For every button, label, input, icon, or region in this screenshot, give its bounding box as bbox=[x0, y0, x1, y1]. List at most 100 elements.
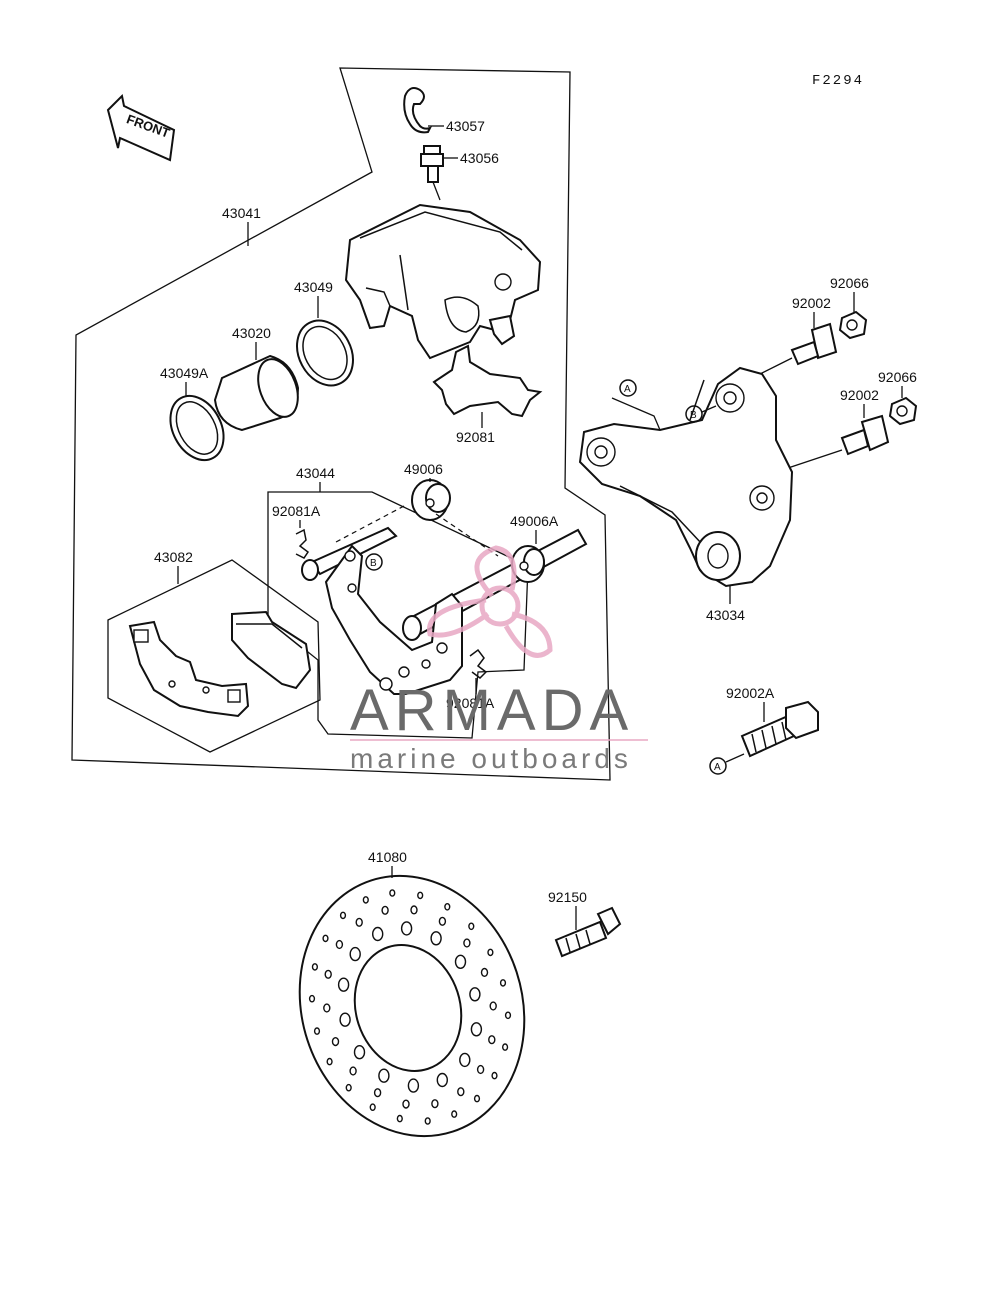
nut-92066-top bbox=[838, 310, 868, 340]
pad-set-outline bbox=[107, 559, 321, 753]
disc-hole bbox=[489, 1001, 497, 1011]
marker-b-link: B bbox=[685, 405, 717, 423]
disc-hole bbox=[335, 939, 344, 950]
disc-hole bbox=[353, 1044, 366, 1060]
piston-43020 bbox=[213, 354, 300, 432]
label-43041: 43041 bbox=[222, 205, 261, 221]
label-92081A-bottom: 92081A bbox=[446, 695, 495, 711]
brake-disc-41080 bbox=[298, 874, 526, 1138]
disc-hole bbox=[436, 1072, 448, 1088]
label-43057: 43057 bbox=[446, 118, 485, 134]
label-41080: 41080 bbox=[368, 849, 407, 865]
bolt-92002A bbox=[740, 700, 819, 758]
pad-pin-clip-92081A-bottom bbox=[469, 648, 488, 679]
label-92002A: 92002A bbox=[726, 685, 775, 701]
disc-hole bbox=[322, 934, 329, 943]
disc-hole bbox=[470, 1022, 483, 1037]
bleeder-valve-43056 bbox=[420, 145, 458, 183]
disc-hole bbox=[362, 896, 369, 904]
disc-hole bbox=[407, 1078, 420, 1093]
disc-hole bbox=[396, 1114, 403, 1123]
label-49006: 49006 bbox=[404, 461, 443, 477]
disc-hole bbox=[473, 1094, 481, 1103]
label-43044: 43044 bbox=[296, 465, 335, 481]
disc-hole bbox=[454, 954, 467, 969]
torque-link-43034 bbox=[578, 366, 794, 588]
disc-hole bbox=[372, 926, 384, 942]
disc-hole bbox=[311, 963, 319, 971]
label-43082: 43082 bbox=[154, 549, 193, 565]
label-92066-top: 92066 bbox=[830, 275, 869, 291]
disc-hole bbox=[355, 917, 363, 927]
armada-logo-icon bbox=[426, 545, 553, 658]
label-92066-mid: 92066 bbox=[878, 369, 917, 385]
disc-hole bbox=[389, 889, 396, 897]
label-92150: 92150 bbox=[548, 889, 587, 905]
caliper-assembly-outline bbox=[71, 67, 611, 781]
disc-hole bbox=[337, 977, 350, 992]
brake-pad-set-43082 bbox=[128, 610, 312, 718]
dash-boot-pin bbox=[435, 513, 499, 557]
watermark-tagline: marine outboards bbox=[350, 743, 632, 774]
label-43049: 43049 bbox=[294, 279, 333, 295]
disc-hole bbox=[457, 1087, 465, 1097]
seal-ring-43049 bbox=[296, 319, 354, 387]
disc-hole bbox=[438, 916, 447, 926]
marker-b-bracket: B bbox=[365, 553, 383, 571]
disc-hole bbox=[410, 905, 418, 915]
disc-hole bbox=[491, 1071, 498, 1080]
label-43034: 43034 bbox=[706, 607, 745, 623]
disc-hole bbox=[417, 891, 424, 900]
disc-hole bbox=[324, 969, 332, 979]
disc-hole bbox=[444, 903, 451, 911]
disc-hole bbox=[345, 1083, 352, 1092]
disc-hole bbox=[424, 1117, 431, 1125]
disc-hole bbox=[373, 1088, 382, 1098]
disc-holes bbox=[308, 889, 512, 1125]
diagram-code: F2294 bbox=[812, 73, 864, 89]
bolt-92002-top bbox=[790, 322, 838, 366]
disc-hole bbox=[331, 1036, 340, 1047]
caliper-body bbox=[344, 203, 542, 360]
disc-hole bbox=[400, 921, 413, 936]
disc-hole bbox=[430, 931, 442, 946]
front-arrow-icon: FRONT bbox=[106, 93, 176, 162]
dust-seal-43049A bbox=[169, 394, 225, 462]
disc-hole bbox=[476, 1064, 485, 1075]
pad-spring-92081 bbox=[432, 344, 543, 418]
disc-hole bbox=[349, 946, 361, 962]
label-92081: 92081 bbox=[456, 429, 495, 445]
label-92081A-top: 92081A bbox=[272, 503, 321, 519]
disc-hole bbox=[378, 1068, 390, 1083]
disc-hole bbox=[326, 1057, 333, 1066]
marker-b-link-text: B bbox=[690, 410, 697, 421]
disc-hole bbox=[308, 994, 316, 1003]
label-43020: 43020 bbox=[232, 325, 271, 341]
disc-hole bbox=[488, 1035, 496, 1045]
boot-49006 bbox=[411, 479, 451, 521]
disc-hole bbox=[402, 1099, 410, 1109]
watermark-brand: ARMADA bbox=[350, 678, 634, 743]
bolt-92150 bbox=[554, 906, 622, 958]
disc-hole bbox=[502, 1043, 509, 1051]
disc-hole bbox=[463, 938, 471, 948]
marker-b-bracket-text: B bbox=[370, 558, 377, 569]
label-43056: 43056 bbox=[460, 150, 499, 166]
disc-hole bbox=[504, 1011, 512, 1020]
label-49006A: 49006A bbox=[510, 513, 559, 529]
disc-hole bbox=[487, 948, 494, 957]
label-43049A: 43049A bbox=[160, 365, 209, 381]
marker-a-bracket-text: A bbox=[624, 384, 631, 395]
boot-49006A bbox=[511, 545, 545, 583]
disc-hole bbox=[313, 1027, 321, 1035]
disc-hole bbox=[381, 905, 389, 915]
label-92002-mid: 92002 bbox=[840, 387, 879, 403]
disc-hole bbox=[323, 1003, 331, 1013]
disc-hole bbox=[480, 967, 489, 978]
disc-hole bbox=[469, 987, 481, 1002]
dash-upper-pin bbox=[335, 505, 405, 543]
disc-hole bbox=[431, 1099, 439, 1109]
disc-hole bbox=[468, 922, 475, 931]
pad-pin-clip-92081A-top bbox=[295, 528, 310, 559]
